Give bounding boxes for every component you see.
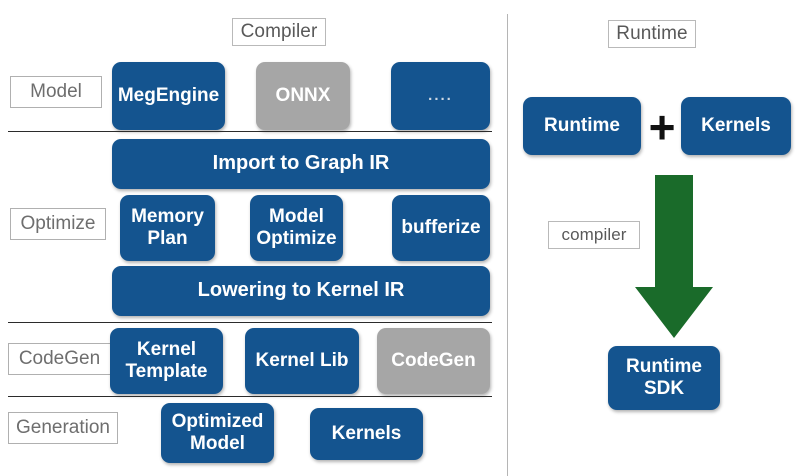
node-memory-plan[interactable]: Memory Plan — [120, 195, 215, 261]
node-codegen[interactable]: CodeGen — [377, 328, 490, 394]
compiler-arrow-icon — [634, 175, 714, 339]
stage-label-generation-text: Generation — [15, 417, 110, 438]
node-megengine[interactable]: MegEngine — [112, 62, 225, 130]
plus-operator-icon: + — [648, 101, 676, 153]
divider-optimize-codegen — [8, 322, 492, 323]
arrow-label-chip: compiler — [548, 221, 640, 249]
divider-model-optimize — [8, 131, 492, 132]
node-kernels-runtime[interactable]: Kernels — [681, 97, 791, 155]
runtime-title-label: Runtime — [616, 23, 688, 44]
stage-label-optimize: Optimize — [10, 208, 106, 240]
compiler-title-label: Compiler — [240, 21, 318, 42]
stage-label-model-text: Model — [30, 81, 82, 102]
stage-label-optimize-text: Optimize — [20, 213, 96, 234]
node-model-optimize[interactable]: Model Optimize — [250, 195, 343, 261]
stage-label-codegen-text: CodeGen — [18, 348, 101, 369]
stage-label-generation: Generation — [8, 412, 118, 444]
panel-separator — [507, 14, 508, 476]
node-runtime-sdk[interactable]: Runtime SDK — [608, 346, 720, 410]
arrow-label-text: compiler — [561, 225, 627, 244]
runtime-title-chip: Runtime — [608, 20, 696, 48]
node-generated-kernels[interactable]: Kernels — [310, 408, 423, 460]
bar-import-to-graph-ir[interactable]: Import to Graph IR — [112, 139, 490, 189]
node-more-models[interactable]: .... — [391, 62, 490, 130]
bar-lowering-to-kernel-ir[interactable]: Lowering to Kernel IR — [112, 266, 490, 316]
node-bufferize[interactable]: bufferize — [392, 195, 490, 261]
node-kernel-lib[interactable]: Kernel Lib — [245, 328, 359, 394]
stage-label-model: Model — [10, 76, 102, 108]
node-onnx[interactable]: ONNX — [256, 62, 350, 130]
node-optimized-model[interactable]: Optimized Model — [161, 403, 274, 463]
stage-label-codegen: CodeGen — [8, 343, 111, 375]
compiler-title-chip: Compiler — [232, 18, 326, 46]
node-kernel-template[interactable]: Kernel Template — [110, 328, 223, 394]
node-runtime[interactable]: Runtime — [523, 97, 641, 155]
divider-codegen-generation — [8, 396, 492, 397]
